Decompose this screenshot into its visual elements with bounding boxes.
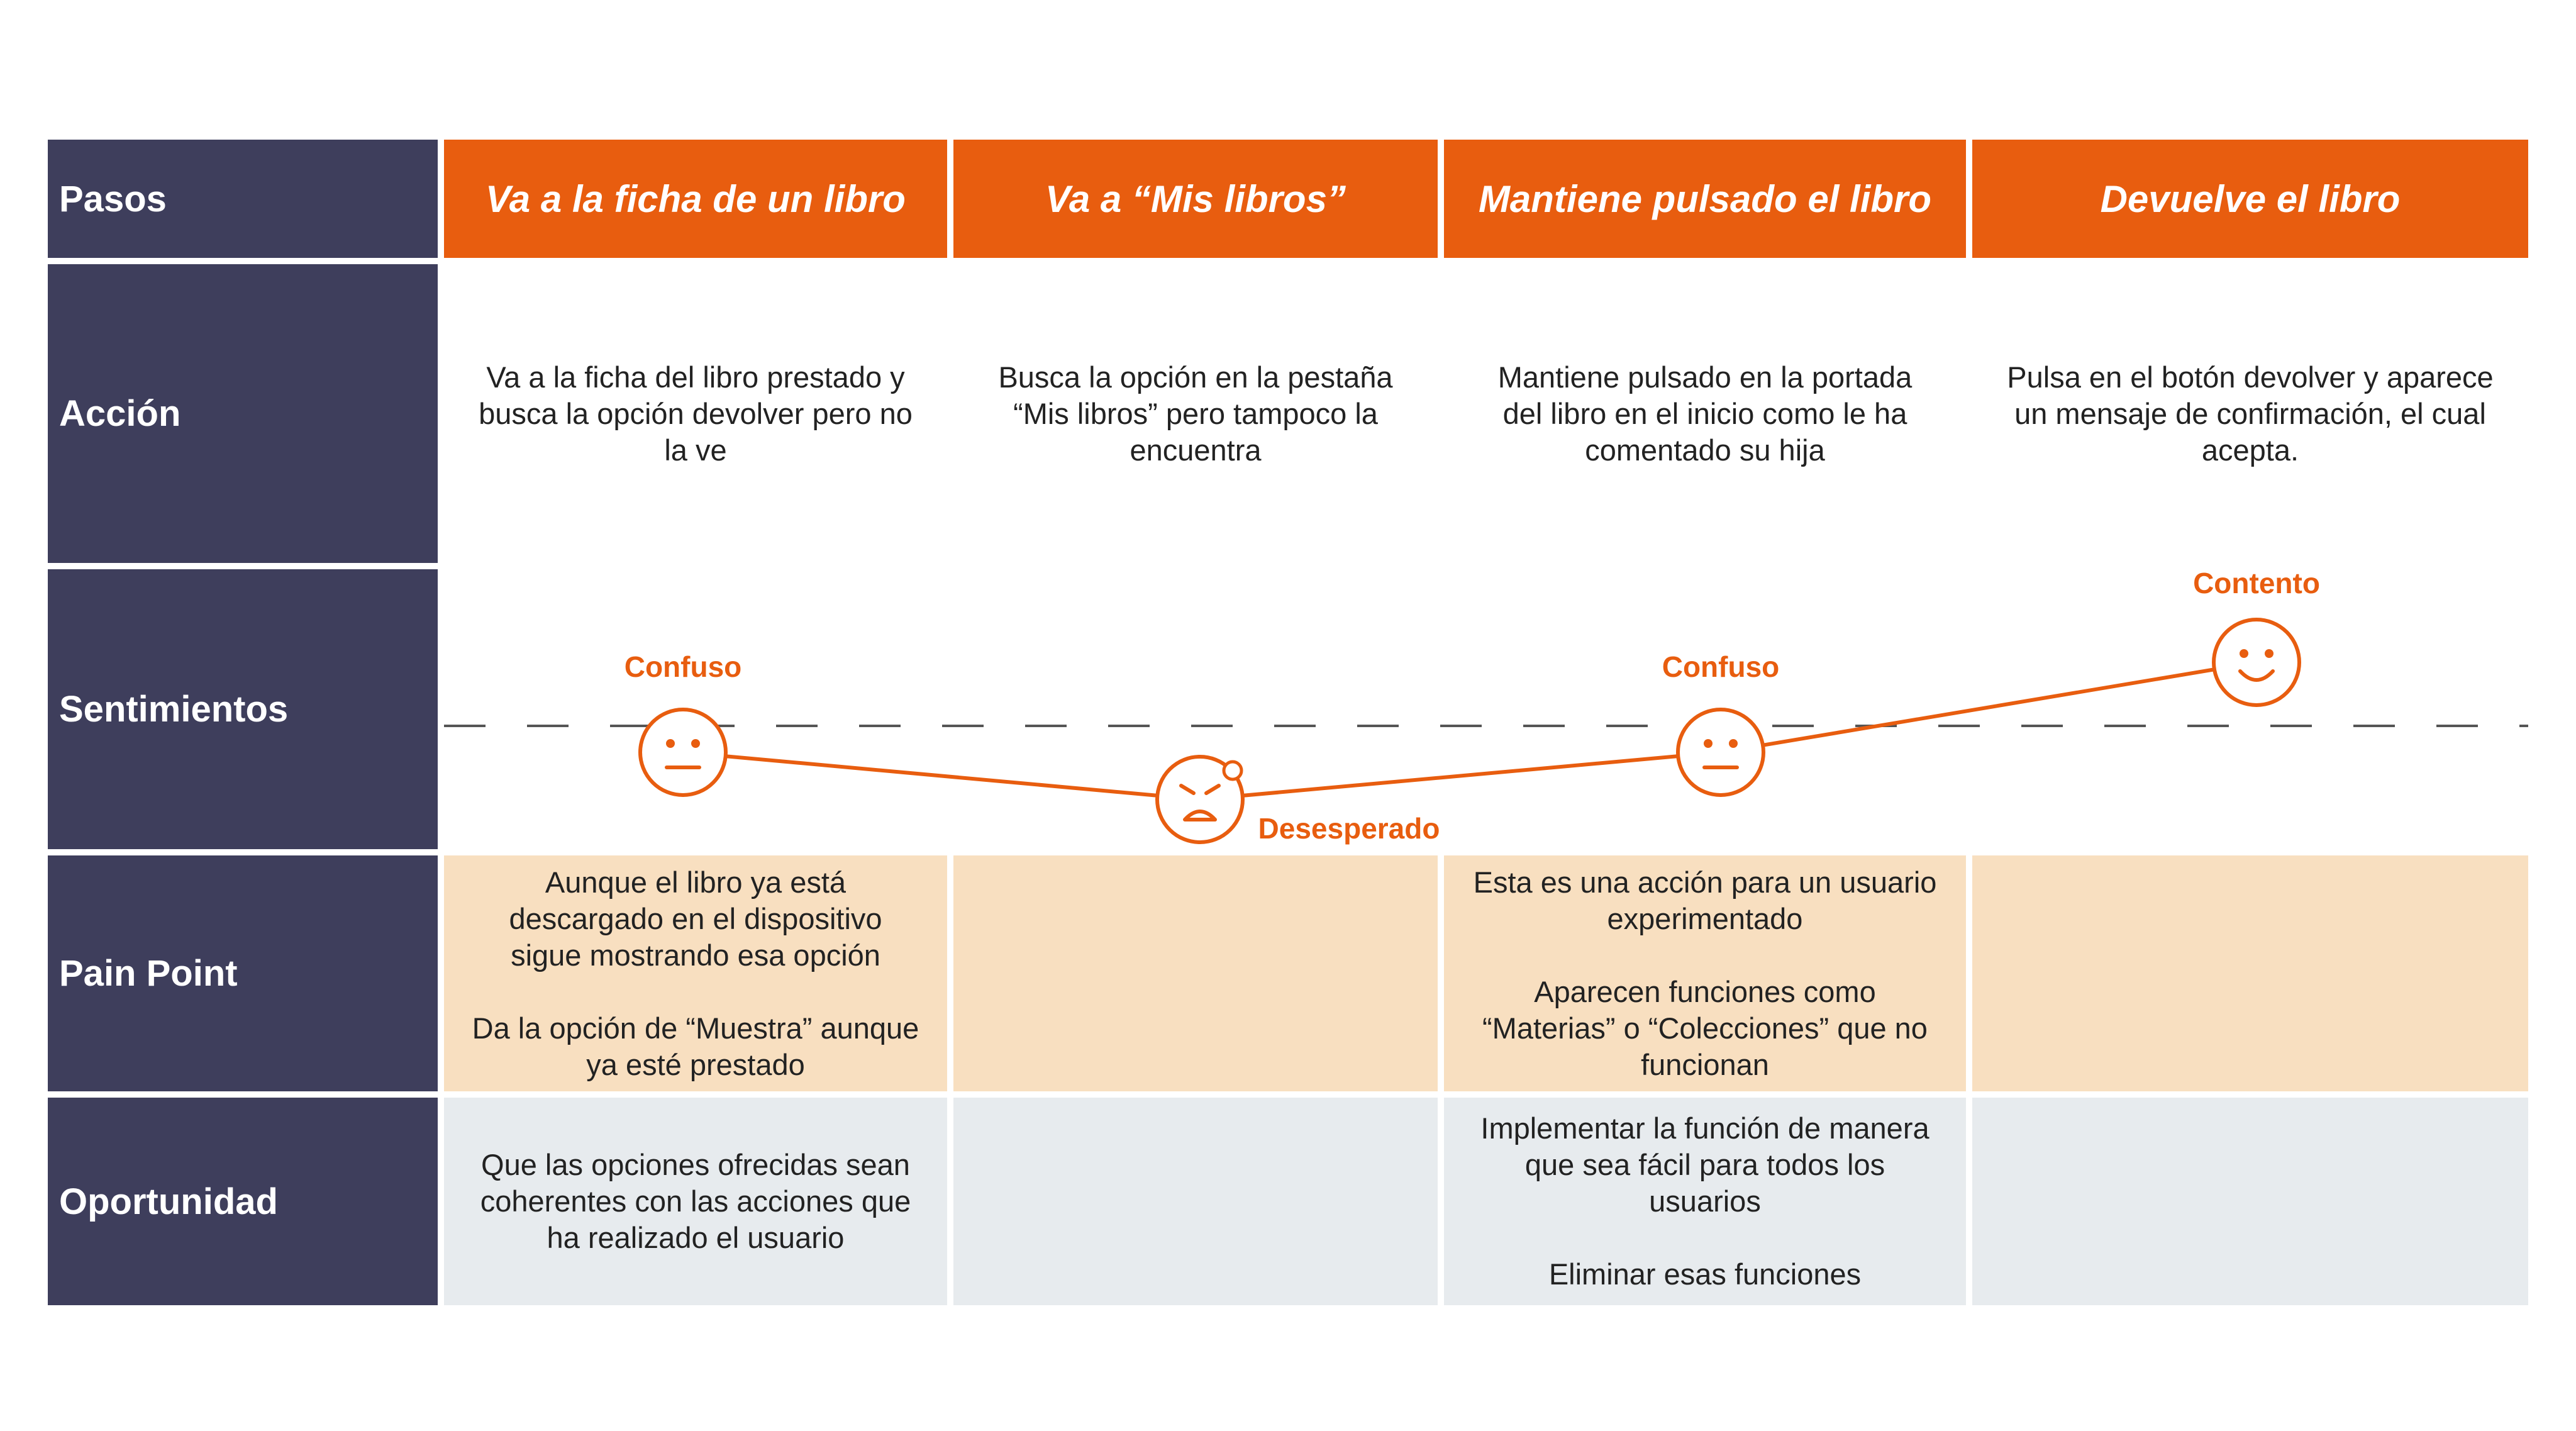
step-header-2: Va a “Mis libros”	[953, 140, 1438, 258]
row-label-oportunidad: Oportunidad	[48, 1098, 438, 1305]
step-header-1: Va a la ficha de un libro	[444, 140, 947, 258]
row-label-accion: Acción	[48, 264, 438, 563]
emotion-label-2: Desesperado	[1258, 812, 1440, 845]
opportunity-cell-4	[1972, 1098, 2528, 1305]
row-label-pain-point: Pain Point	[48, 855, 438, 1091]
row-label-sentimientos: Sentimientos	[48, 569, 438, 849]
emotion-label-3: Confuso	[1662, 650, 1780, 683]
action-cell-2: Busca la opción en la pestaña “Mis libro…	[953, 264, 1438, 563]
action-cell-3: Mantiene pulsado en la portada del libro…	[1444, 264, 1966, 563]
pain-cell-4	[1972, 855, 2528, 1091]
opportunity-cell-2	[953, 1098, 1438, 1305]
opportunity-cell-3: Implementar la función de manera que sea…	[1444, 1098, 1966, 1305]
emotion-label-1: Confuso	[624, 650, 742, 683]
opportunity-cell-1: Que las opciones ofrecidas sean coherent…	[444, 1098, 947, 1305]
neutral-face-icon	[638, 708, 728, 797]
pain-cell-1: Aunque el libro ya está descargado en el…	[444, 855, 947, 1091]
step-header-3: Mantiene pulsado el libro	[1444, 140, 1966, 258]
action-cell-4: Pulsa en el botón devolver y aparece un …	[1972, 264, 2528, 563]
sentiment-line	[682, 660, 2257, 802]
emotion-label-4: Contento	[2193, 567, 2320, 599]
action-cell-1: Va a la ficha del libro prestado y busca…	[444, 264, 947, 563]
pain-cell-2	[953, 855, 1438, 1091]
happy-face-icon	[2212, 618, 2301, 707]
step-header-4: Devuelve el libro	[1972, 140, 2528, 258]
sad-face-icon	[1155, 755, 1245, 844]
row-label-pasos: Pasos	[48, 140, 438, 258]
neutral-face-icon	[1676, 708, 1765, 797]
pain-cell-3: Esta es una acción para un usuario exper…	[1444, 855, 1966, 1091]
